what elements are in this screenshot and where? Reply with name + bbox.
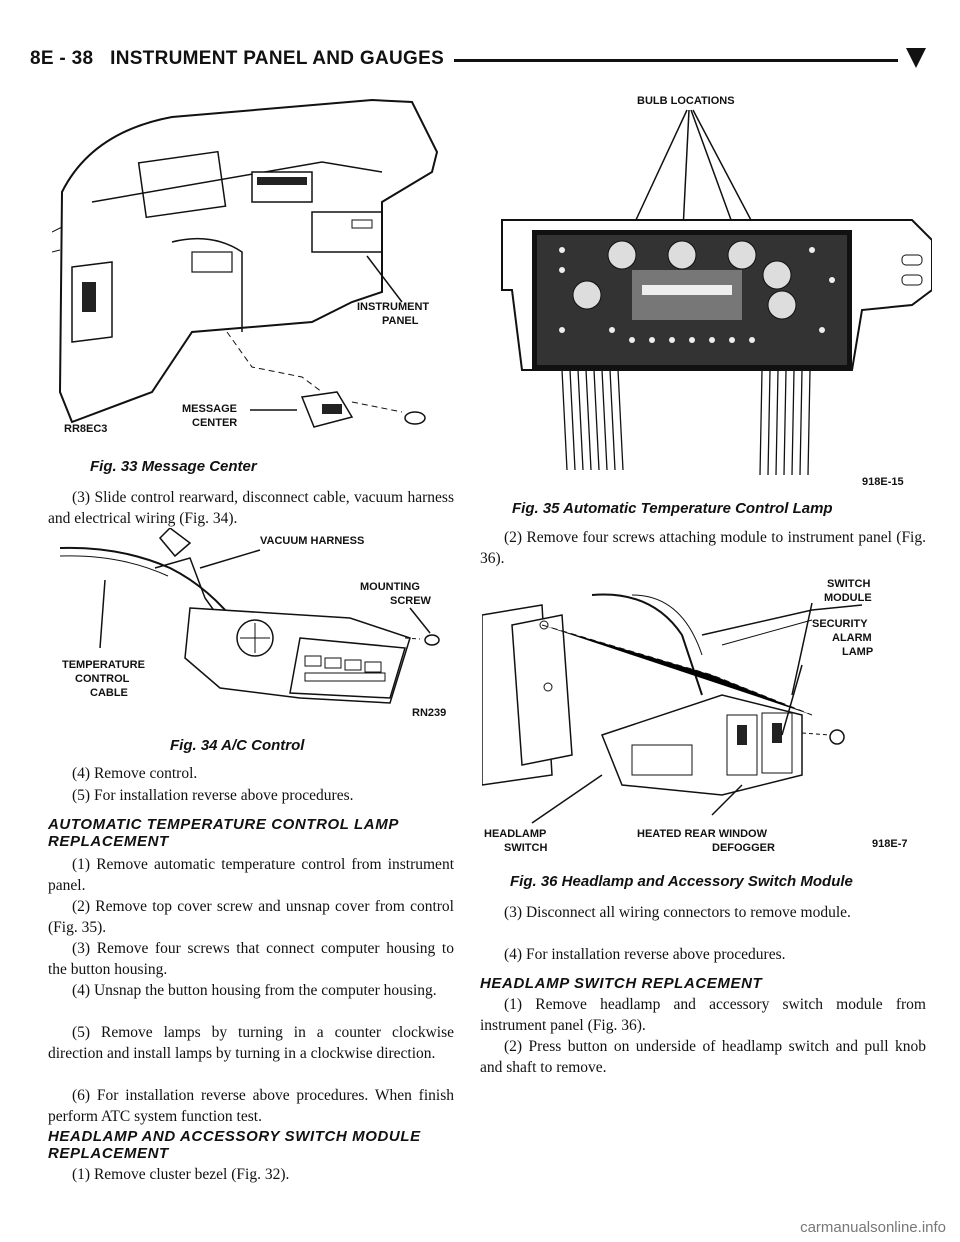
fig35-illustration: BULB LOCATIONS 918E-15: [492, 90, 932, 495]
fig36-label-head1: HEADLAMP: [484, 828, 546, 840]
fig34-label-temp1: TEMPERATURE: [62, 659, 145, 671]
fig36-label-heated2: DEFOGGER: [712, 842, 775, 854]
fig34-code: RN239: [412, 707, 446, 719]
fig35-code: 918E-15: [862, 476, 904, 488]
atc-step-6: (6) For installation reverse above proce…: [48, 1087, 454, 1125]
fig36-label-heated1: HEATED REAR WINDOW: [637, 828, 768, 840]
page-title: 8E - 38 INSTRUMENT PANEL AND GAUGES: [30, 48, 455, 70]
left-step-5: (5) For installation reverse above proce…: [72, 787, 354, 804]
fig36-label-switch1: SWITCH: [827, 578, 870, 590]
fig33-illustration: INSTRUMENT PANEL MESSAGE CENTER RR8EC3: [52, 92, 452, 444]
fig36-illustration: SWITCH MODULE SECURITY ALARM LAMP HEADLA…: [482, 575, 928, 867]
fig33-label-panel: PANEL: [382, 315, 419, 327]
fig36-caption: Fig. 36 Headlamp and Accessory Switch Mo…: [510, 873, 853, 890]
atc-step-4: (4) Unsnap the button housing from the c…: [72, 982, 437, 999]
fig36-label-sec2: ALARM: [832, 632, 872, 644]
page-header: 8E - 38 INSTRUMENT PANEL AND GAUGES: [30, 48, 930, 78]
fig35-caption: Fig. 35 Automatic Temperature Control La…: [512, 500, 833, 517]
footer-watermark: carmanualsonline.info: [800, 1219, 946, 1236]
fig34-label-vacuum: VACUUM HARNESS: [260, 535, 364, 547]
header-rule: [30, 59, 898, 62]
fig36-label-head2: SWITCH: [504, 842, 547, 854]
left-step-3: (3) Slide control rearward, disconnect c…: [48, 489, 454, 527]
fig34-label-screw: SCREW: [390, 595, 432, 607]
section-number: 8E - 38: [30, 48, 94, 69]
fig33-label-message: MESSAGE: [182, 403, 237, 415]
triangle-icon: [906, 48, 926, 68]
right-step-2: (2) Remove four screws attaching module …: [480, 529, 926, 567]
headlamp-step-2: (2) Press button on underside of headlam…: [480, 1038, 926, 1076]
fig36-label-sec1: SECURITY: [812, 618, 868, 630]
atc-step-2: (2) Remove top cover screw and unsnap co…: [48, 898, 454, 936]
fig33-label-center: CENTER: [192, 417, 237, 429]
fig34-label-mounting: MOUNTING: [360, 581, 420, 593]
heading-headlamp-module: HEADLAMP AND ACCESSORY SWITCH MODULE REP…: [48, 1128, 421, 1162]
fig34-illustration: VACUUM HARNESS MOUNTING SCREW TEMPERATUR…: [60, 528, 452, 723]
fig33-label-instrument: INSTRUMENT: [357, 301, 429, 313]
fig34-label-temp2: CONTROL: [75, 673, 130, 685]
fig33-caption: Fig. 33 Message Center: [90, 458, 257, 475]
fig35-label-bulb: BULB LOCATIONS: [637, 95, 735, 107]
heading-headlamp-switch: HEADLAMP SWITCH REPLACEMENT: [480, 975, 763, 992]
fig33-code: RR8EC3: [64, 423, 107, 435]
fig34-label-temp3: CABLE: [90, 687, 128, 699]
atc-step-3: (3) Remove four screws that connect comp…: [48, 940, 454, 978]
fig36-label-sec3: LAMP: [842, 646, 873, 658]
module-step-1: (1) Remove cluster bezel (Fig. 32).: [72, 1166, 290, 1183]
fig36-code: 918E-7: [872, 838, 907, 850]
fig36-label-switch2: MODULE: [824, 592, 872, 604]
left-step-4: (4) Remove control.: [72, 765, 198, 782]
right-step-3: (3) Disconnect all wiring connectors to …: [504, 904, 851, 921]
right-step-4: (4) For installation reverse above proce…: [504, 946, 786, 963]
atc-step-1: (1) Remove automatic temperature control…: [48, 856, 454, 894]
headlamp-step-1: (1) Remove headlamp and accessory switch…: [480, 996, 926, 1034]
heading-atc-lamp: AUTOMATIC TEMPERATURE CONTROL LAMP REPLA…: [48, 816, 399, 850]
fig34-caption: Fig. 34 A/C Control: [170, 737, 305, 754]
section-title: INSTRUMENT PANEL AND GAUGES: [110, 48, 445, 69]
atc-step-5: (5) Remove lamps by turning in a counter…: [48, 1024, 454, 1062]
